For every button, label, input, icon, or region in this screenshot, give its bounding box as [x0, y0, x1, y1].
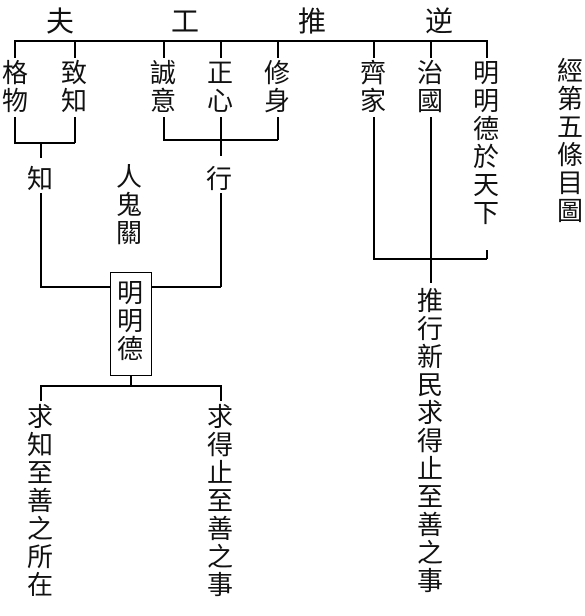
label-mingmingde: 明明德 — [116, 279, 143, 365]
top-tick-zhiguo — [430, 40, 432, 58]
mingmingde-box — [110, 272, 152, 376]
top-tick-tianxia — [486, 40, 488, 58]
xiushen-down-line — [277, 117, 279, 140]
top-tick-qijia — [373, 40, 375, 58]
top-tick-zhizhi — [74, 40, 76, 58]
item-zhizhi: 致知 — [60, 59, 87, 117]
top-tick-chengyi — [163, 40, 165, 58]
chengyi-down-line — [163, 117, 165, 140]
top-tick-gewu — [14, 40, 16, 58]
top-bracket-line — [14, 40, 487, 42]
top-tick-zhengxin — [220, 40, 222, 58]
label-renguiguan: 人鬼關 — [115, 163, 142, 249]
box-down-line — [130, 376, 132, 386]
right-merge-line — [373, 258, 487, 260]
tianxia-stub-line — [486, 250, 488, 259]
text-qiude: 求得止至善之事 — [206, 403, 233, 601]
item-qijia: 齊家 — [359, 59, 386, 117]
item-zhiguo: 治國 — [416, 59, 443, 117]
item-chengyi: 誠意 — [149, 59, 176, 117]
xing-down-line — [220, 193, 222, 287]
item-gewu: 格物 — [1, 59, 28, 117]
qiuzhi-stem-line — [40, 385, 42, 401]
zhiguo-down-line — [430, 117, 432, 283]
header-gong-fu-1: 夫 — [46, 5, 75, 38]
label-xing: 行 — [206, 165, 233, 195]
diagram-side-title: 經第五條目圖 — [556, 57, 583, 227]
zhi-down-line — [40, 193, 42, 287]
label-zhi: 知 — [27, 165, 54, 195]
zhengxin-down-line — [220, 117, 222, 156]
text-tuixing: 推行新民求得止至善之事 — [416, 287, 443, 597]
item-xiushen: 修身 — [263, 59, 290, 117]
xing-merge-line — [163, 139, 278, 141]
top-tick-xiushen — [277, 40, 279, 58]
header-gong-fu-2: 工 — [171, 5, 200, 38]
bottom-split-line — [40, 385, 221, 387]
item-zhengxin: 正心 — [206, 59, 233, 117]
gewu-down-line — [14, 117, 16, 143]
text-qiuzhi: 求知至善之所在 — [26, 403, 53, 601]
header-tui-xing-2: 逆 — [425, 5, 454, 38]
zhi-merge-line — [14, 142, 75, 144]
qijia-down-line — [373, 117, 375, 259]
item-mingmingde-tianxia: 明明德於天下 — [472, 59, 499, 229]
header-tui-xing-1: 推 — [298, 5, 327, 38]
zhi-stem-line — [40, 142, 42, 158]
zhizhi-down-line — [74, 117, 76, 143]
qiude-stem-line — [220, 385, 222, 401]
